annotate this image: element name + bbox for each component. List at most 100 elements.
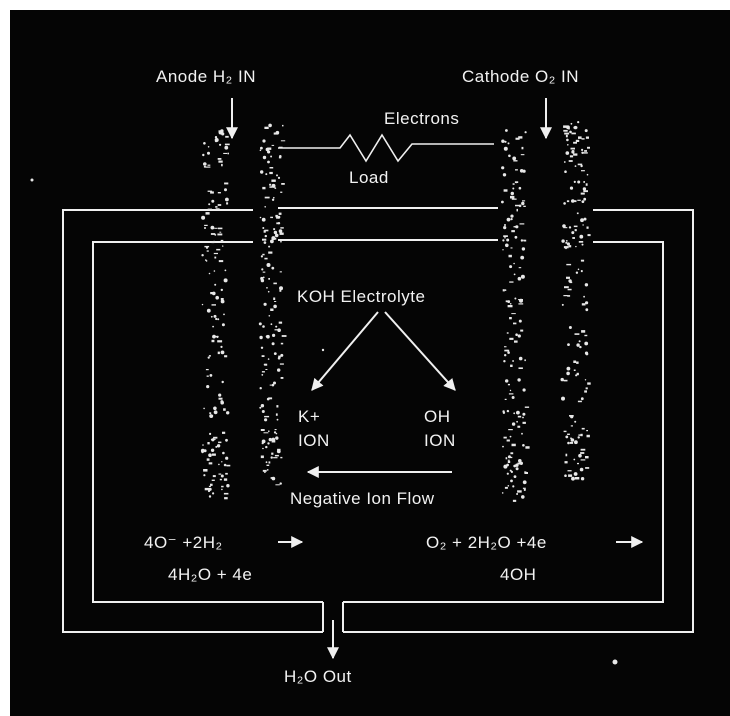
inner-frame-right: [343, 241, 664, 603]
electrode-speck: [264, 206, 266, 208]
electrode-speck: [222, 245, 224, 247]
electrode-speck: [224, 355, 228, 358]
electrode-speck: [279, 482, 282, 485]
electrode-speck: [518, 299, 523, 301]
electrode-speck: [523, 205, 526, 207]
electrode-speck: [502, 249, 504, 251]
electrode-speck: [516, 493, 519, 495]
electrode-speck: [276, 405, 279, 408]
electrode-speck: [261, 217, 266, 222]
electrode-speck: [203, 162, 207, 166]
electrode-speck: [568, 474, 573, 477]
electrode-speck: [520, 329, 524, 332]
electrode-speck: [562, 224, 566, 228]
electrode-speck: [221, 488, 223, 491]
electrode-speck: [204, 487, 210, 491]
electrode-speck: [582, 187, 587, 191]
electrode-speck: [214, 227, 218, 229]
electrode-speck: [221, 485, 224, 488]
electrode-speck: [522, 480, 527, 485]
electrode-speck: [586, 173, 589, 176]
electrode-speck: [579, 467, 584, 472]
electrode-speck: [262, 271, 266, 273]
electrode-speck: [571, 231, 575, 235]
electrode-speck: [567, 441, 570, 445]
electrode-speck: [515, 204, 520, 207]
electrode-speck: [587, 382, 591, 385]
electrode-speck: [569, 130, 572, 134]
electrode-speck: [276, 418, 279, 421]
electrode-speck: [279, 289, 282, 292]
electrode-speck: [573, 180, 576, 183]
electrode-speck: [271, 437, 276, 442]
electrode-speck: [261, 439, 266, 444]
electrode-speck: [211, 339, 215, 343]
electrode-speck: [513, 262, 515, 265]
electrode-speck: [217, 340, 223, 343]
electrode-speck: [273, 381, 276, 385]
electrode-speck: [580, 459, 586, 461]
electrode-speck: [577, 400, 582, 403]
electrode-speck: [517, 415, 522, 418]
electrode-speck: [274, 301, 277, 302]
electrode-speck: [511, 198, 517, 200]
electrode-speck: [273, 230, 278, 235]
electrode-speck: [566, 371, 570, 376]
electrode-speck: [274, 187, 277, 190]
electrode-speck: [563, 227, 568, 229]
water-out-label: H₂O Out: [284, 667, 352, 686]
electrode-speck: [213, 314, 217, 318]
electrode-speck: [506, 472, 509, 475]
electrode-speck: [563, 430, 567, 433]
electrode-speck: [262, 238, 267, 241]
electrode-speck: [511, 396, 515, 399]
electrode-speck: [205, 259, 207, 261]
electrode-speck: [214, 136, 218, 139]
electrode-speck: [201, 303, 204, 306]
electrode-speck: [270, 456, 273, 459]
electrode-speck: [215, 295, 219, 300]
electrode-speck: [576, 372, 579, 376]
electrode-speck: [502, 445, 504, 448]
electrode-speck: [518, 356, 523, 361]
electrode-speck: [281, 183, 285, 185]
electrode-speck: [521, 247, 526, 251]
electrode-speck: [506, 217, 511, 222]
electrode-speck: [577, 436, 580, 439]
stray-speck: [321, 348, 325, 352]
electrode-speck: [271, 144, 275, 146]
electrode-speck: [575, 139, 580, 142]
electrode-speck: [579, 345, 582, 349]
electrode-speck: [510, 479, 513, 483]
electrode-speck: [513, 475, 517, 478]
electrode-speck: [222, 432, 225, 434]
electrode-speck: [503, 235, 508, 237]
electrode-speck: [273, 228, 276, 231]
electrode-speck: [207, 208, 212, 210]
electrode-speck: [523, 488, 526, 491]
electrode-speck: [563, 246, 569, 249]
electrode-speck: [208, 203, 211, 206]
electrode-speck: [584, 379, 587, 381]
electrode-speck: [223, 408, 226, 411]
electrode-speck: [221, 380, 224, 384]
electrode-speck: [215, 206, 218, 208]
electrode-speck: [516, 208, 518, 212]
electrode-speck: [584, 129, 588, 133]
diagram-panel: Anode H₂ IN Cathode O₂ IN Electrons Load…: [10, 10, 730, 716]
electrode-speck: [515, 181, 518, 184]
electrode-speck: [203, 142, 206, 145]
electrode-speck: [518, 204, 522, 208]
electrode-speck: [574, 165, 577, 168]
electrode-speck: [203, 474, 206, 477]
electrode-speck: [504, 354, 507, 357]
electrode-speck: [219, 143, 222, 146]
electrode-speck: [266, 263, 271, 267]
electrode-speck: [565, 242, 568, 244]
cathode-inlet-label: Cathode O₂ IN: [462, 67, 579, 86]
electrode-speck: [504, 346, 507, 348]
electrode-speck: [217, 204, 222, 206]
electrode-speck: [225, 472, 228, 475]
electrode-speck: [577, 199, 581, 201]
electrode-speck: [509, 456, 513, 459]
